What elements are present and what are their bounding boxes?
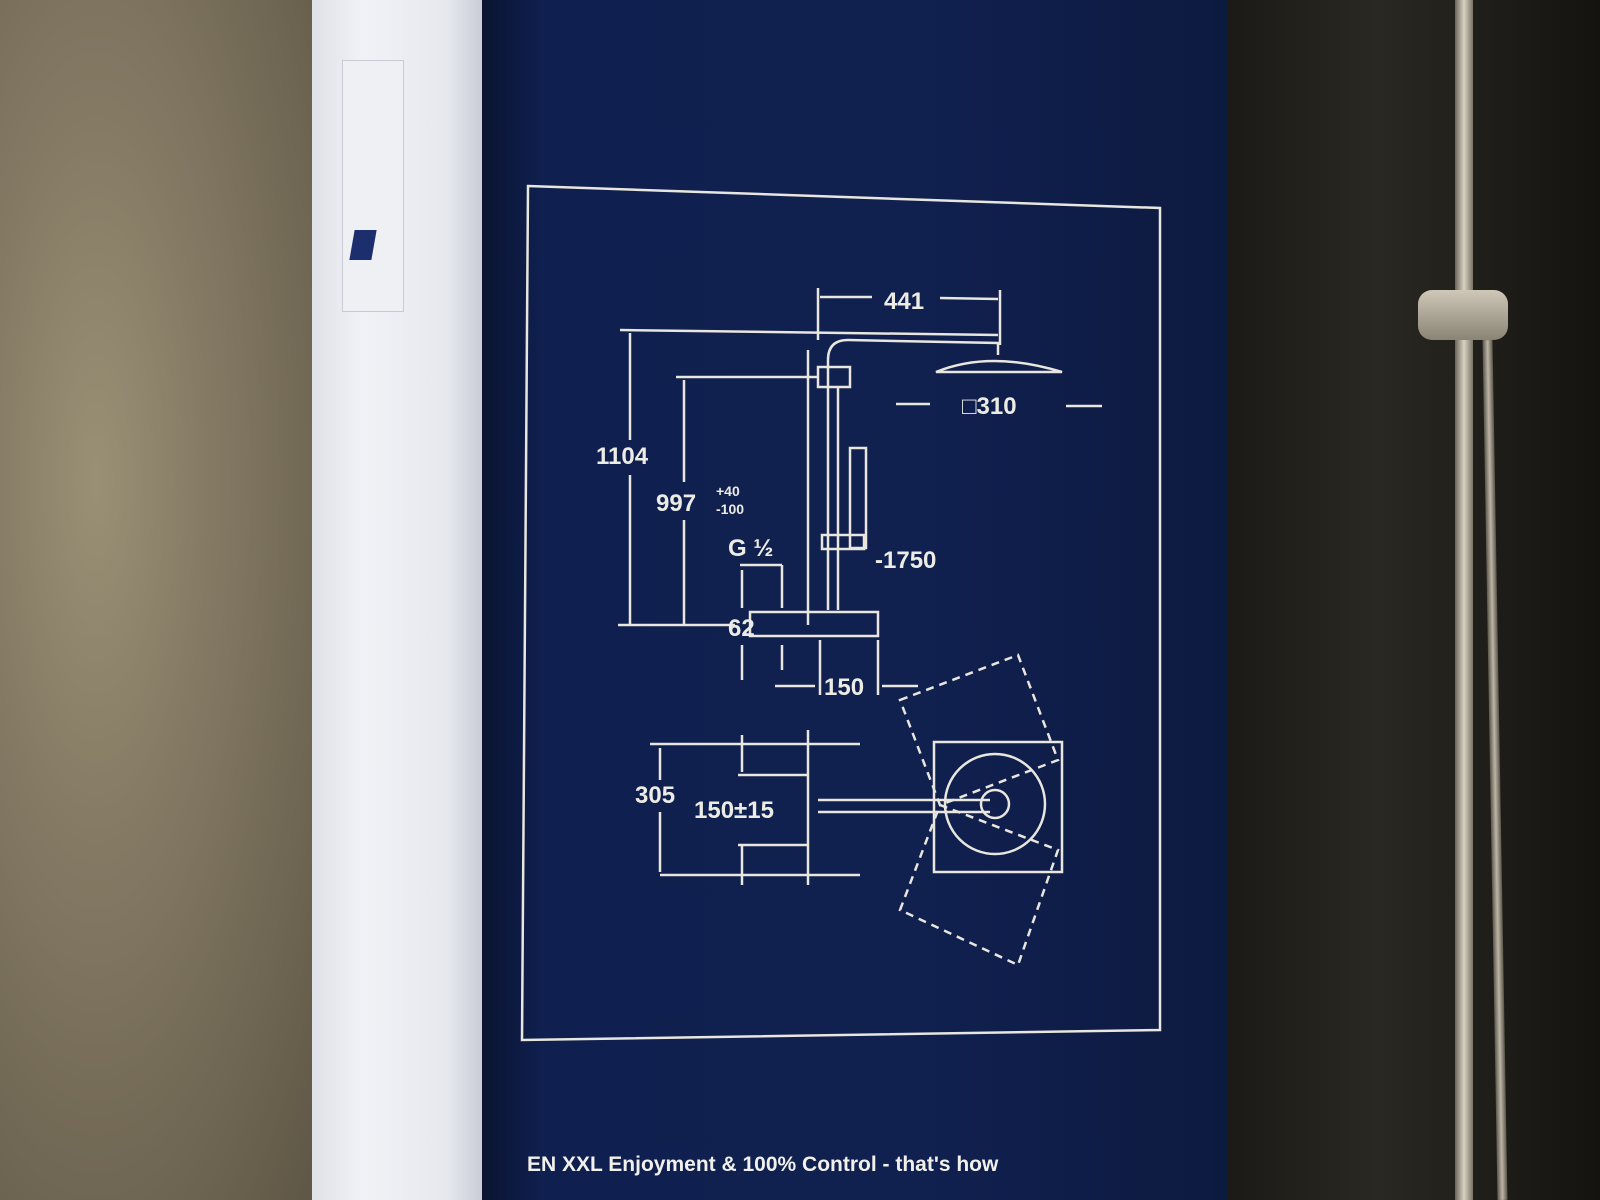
drawing-frame [520,184,1162,1042]
thread-g-half: G ½ [728,535,773,562]
shower-arm [826,338,1000,610]
dim-head-310: □310 [962,393,1017,420]
head-rotation-outline [898,653,1060,807]
dim-150: 150 [824,674,864,701]
box-product-illustration [342,60,404,312]
shower-head [935,359,1063,374]
tolerance-minus: -100 [716,501,744,517]
dim-62: 62 [728,615,755,642]
thermostat-mixer [748,610,880,638]
dim-997: 997 [656,490,696,517]
head-plan-outline [932,740,1064,874]
arm-bracket [816,365,852,389]
tolerance-plus: +40 [716,483,740,499]
white-product-box [312,0,482,1200]
box-caption-text: EN XXL Enjoyment & 100% Control - that's… [527,1153,999,1176]
dim-1750: -1750 [875,547,936,574]
dim-441: 441 [884,288,924,315]
dark-background [1227,0,1600,1200]
hand-shower [848,446,868,550]
dim-1104: 1104 [596,443,649,470]
dim-150-15: 150±15 [694,797,774,824]
dim-305: 305 [635,782,675,809]
concrete-floor-background [0,0,320,1200]
rail-bracket [1418,290,1508,340]
navy-product-box [482,0,1227,1200]
